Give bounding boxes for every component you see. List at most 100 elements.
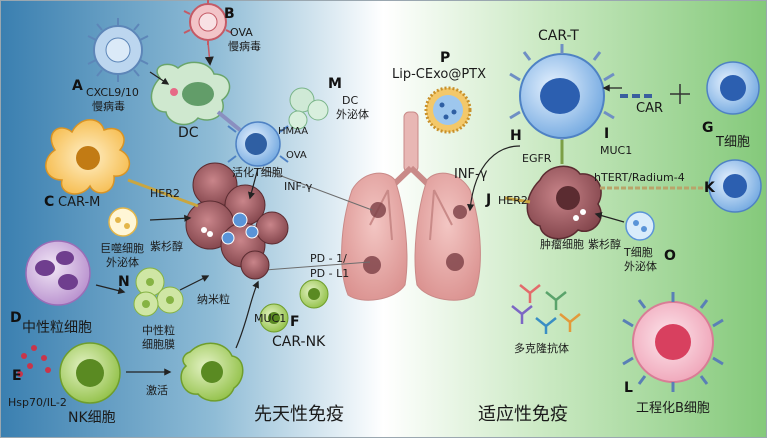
arrow (179, 275, 210, 291)
label-car: CAR (636, 101, 663, 116)
lung-tumor (446, 253, 464, 271)
letter-e: E (12, 368, 22, 384)
neutrophil-icon (25, 240, 91, 306)
label-polyclonal: 多克隆抗体 (514, 341, 569, 355)
letter-a: A (72, 78, 83, 94)
arrow (204, 41, 214, 66)
label-htert: hTERT/Radium-4 (594, 171, 685, 184)
letter-g: G (702, 120, 714, 136)
tumor-cell-icon (526, 165, 602, 240)
label-ova: OVA (286, 150, 307, 161)
k-cell-icon (708, 159, 762, 213)
car-t-cell-icon (509, 44, 615, 148)
liposome-icon (424, 86, 472, 134)
letter-f: F (290, 314, 300, 330)
arrow (248, 167, 259, 200)
label-pdl1: PD - L1 (310, 267, 349, 280)
label-her2-left: HER2 (150, 187, 180, 200)
letter-j: J (485, 192, 491, 208)
letter-k: K (704, 180, 716, 196)
label-macrophage-exo-2: 外泌体 (106, 255, 139, 269)
dendritic-cell-icon (150, 61, 231, 126)
label-paclitaxel-left: 紫杉醇 (150, 239, 183, 253)
lung-tumor (363, 256, 381, 274)
car-nk-cell-icon (259, 279, 329, 333)
label-lip-cexo: Lip-CExo@PTX (392, 67, 486, 82)
hsp70-il2-dots-icon (17, 345, 51, 377)
label-car-nk: CAR-NK (272, 334, 326, 350)
label-lentivirus-a: 慢病毒 (92, 99, 125, 113)
arrow (594, 212, 625, 223)
engineered-b-cell-icon (622, 292, 724, 392)
label-dc: DC (178, 125, 199, 141)
her2-receptor (504, 196, 531, 204)
label-macrophage-exo-1: 巨噬细胞 (100, 241, 144, 255)
nk-cell-icon (59, 342, 121, 404)
letter-o: O (664, 248, 676, 264)
label-paclitaxel-right: 紫杉醇 (588, 237, 621, 251)
label-neutrophil-membrane-2: 细胞膜 (142, 338, 175, 351)
letter-h: H (510, 128, 522, 144)
arrow (149, 214, 192, 222)
activated-nk-cell-icon (180, 342, 244, 402)
polyclonal-antibodies-icon (511, 284, 581, 334)
label-hmaa: HMAA (278, 126, 308, 137)
label-activated-t: 活化T细胞 (232, 165, 283, 179)
arrow (95, 284, 126, 295)
label-muc1-right: MUC1 (600, 144, 632, 157)
label-ova-b: OVA (230, 26, 253, 39)
connector-line (259, 167, 373, 211)
label-inf-gamma-right: INF-γ (454, 167, 488, 182)
synapse-link (216, 110, 242, 132)
neutrophil-membrane-nanoparticle-icon (133, 267, 184, 317)
lung-tumor (370, 202, 386, 218)
label-adaptive-immunity: 适应性免疫 (478, 404, 568, 425)
letter-l: L (624, 380, 633, 396)
arrow (235, 280, 259, 349)
label-inf-gamma-left: INF-γ (284, 180, 313, 193)
letter-p: P (440, 50, 450, 66)
label-car-t: CAR-T (538, 28, 579, 44)
label-t-exo-2: 外泌体 (624, 259, 657, 273)
label-innate-immunity: 先天性免疫 (254, 404, 344, 425)
dc-exosome-icon (288, 87, 329, 130)
label-lentivirus-b: 慢病毒 (228, 39, 261, 53)
connector-line (264, 261, 371, 271)
label-muc1-left: MUC1 (254, 312, 286, 325)
activated-t-cell-icon (227, 121, 289, 167)
arrow (466, 145, 521, 212)
car-m-macrophage-icon (45, 119, 131, 195)
label-hsp70: Hsp70/IL-2 (8, 396, 67, 409)
arrow (149, 71, 170, 85)
label-dc-exosome-1: DC (342, 94, 358, 107)
tumor-cluster-icon (185, 162, 289, 280)
label-egfr: EGFR (522, 152, 552, 165)
label-t-exo-1: T细胞 (623, 246, 653, 259)
letter-n: N (118, 274, 130, 290)
label-dc-exosome-2: 外泌体 (336, 107, 369, 121)
plus-icon (670, 84, 690, 104)
label-neutrophil: 中性粒细胞 (22, 320, 92, 336)
letter-d: D (10, 310, 22, 326)
lentivirus-b-icon (183, 0, 233, 45)
car-m-receptor (127, 178, 199, 208)
label-engineered-b: 工程化B细胞 (636, 401, 710, 416)
t-cell-exosome-icon (625, 211, 655, 241)
t-cell-icon (706, 61, 760, 115)
label-activate: 激活 (146, 383, 168, 397)
letter-m: M (328, 76, 342, 92)
lentivirus-a-icon (87, 18, 149, 82)
label-cxcl: CXCL9/10 (86, 86, 139, 99)
label-her2-right: HER2 (498, 194, 528, 207)
lung-tumor (453, 205, 467, 219)
label-nk-cell: NK细胞 (68, 410, 116, 426)
label-tumor-cell: 肿瘤细胞 (540, 237, 584, 251)
letter-b: B (224, 6, 235, 22)
macrophage-exosome-icon (108, 207, 138, 237)
label-pd1: PD - 1/ (310, 252, 347, 265)
label-car-m: CAR-M (58, 195, 100, 210)
letter-i: I (604, 126, 609, 142)
label-neutrophil-membrane-1: 中性粒 (142, 323, 175, 337)
